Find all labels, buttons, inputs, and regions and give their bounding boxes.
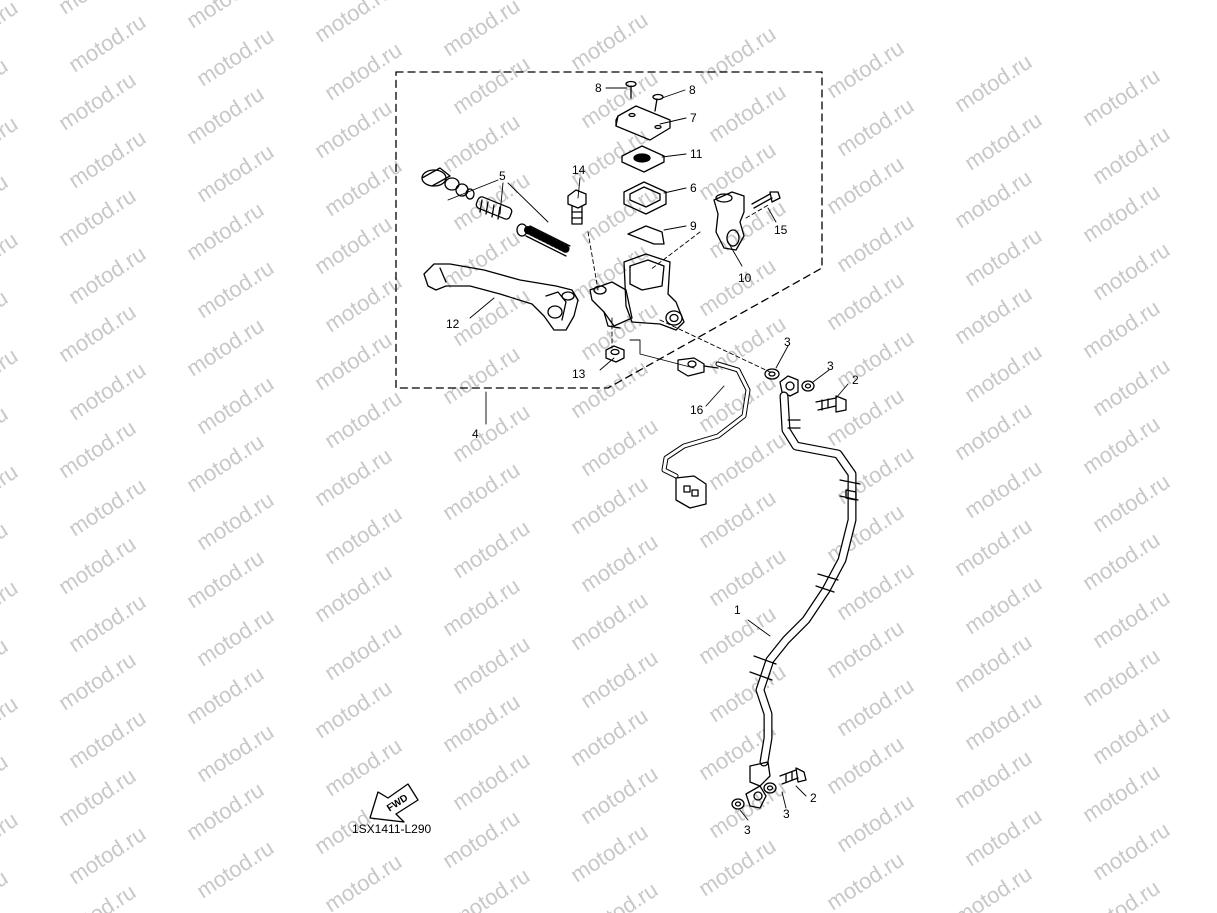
washer-3-a [764, 368, 780, 380]
callout-11: 11 [690, 147, 703, 161]
assembly-boundary [395, 71, 823, 389]
fwd-arrow-icon [369, 783, 419, 823]
nut-13 [605, 345, 625, 363]
holder-10 [713, 191, 745, 251]
leader-lines [447, 87, 849, 821]
callout-9: 9 [690, 219, 697, 233]
master-cylinder-body [589, 253, 685, 331]
union-bolt-2-top [815, 395, 847, 413]
callout-3c: 3 [783, 807, 790, 821]
callout-3a: 3 [784, 335, 791, 349]
reservoir-cap-7 [615, 105, 671, 141]
callout-14: 14 [572, 163, 586, 177]
gasket-9 [627, 225, 665, 245]
bolt-15 [751, 191, 781, 209]
callout-10: 10 [738, 271, 752, 285]
callout-6: 6 [690, 181, 697, 195]
callout-13: 13 [572, 367, 586, 381]
diaphragm-6 [623, 181, 667, 215]
washer-3-b [801, 380, 815, 392]
screw-8-right [652, 93, 664, 112]
callout-12: 12 [446, 317, 460, 331]
callout-1: 1 [734, 603, 741, 617]
callout-7: 7 [690, 111, 697, 125]
document-id: 1SX1411-L290 [352, 822, 432, 836]
callout-2a: 2 [852, 373, 859, 387]
callout-8a: 8 [595, 81, 602, 95]
union-bolt-2-bottom [779, 767, 807, 785]
callout-2b: 2 [810, 791, 817, 805]
callout-numbers: 8 8 7 11 6 9 10 15 14 5 12 13 4 16 3 3 2… [446, 81, 859, 837]
callout-15: 15 [774, 223, 788, 237]
brake-hose-1 [745, 375, 861, 809]
callout-3b: 3 [827, 359, 834, 373]
brake-light-switch-16 [661, 357, 751, 509]
pivot-bolt-14 [567, 189, 587, 225]
callout-5: 5 [499, 169, 506, 183]
screw-8-left [625, 80, 637, 99]
callout-8b: 8 [689, 83, 696, 97]
callout-3d: 3 [744, 823, 751, 837]
callout-16: 16 [690, 403, 704, 417]
brake-lever-12 [423, 263, 579, 331]
washer-3-c [763, 782, 777, 794]
callout-4: 4 [472, 427, 479, 441]
piston-kit-5 [421, 167, 572, 257]
washer-3-d [731, 798, 745, 810]
plate-11 [621, 145, 665, 173]
